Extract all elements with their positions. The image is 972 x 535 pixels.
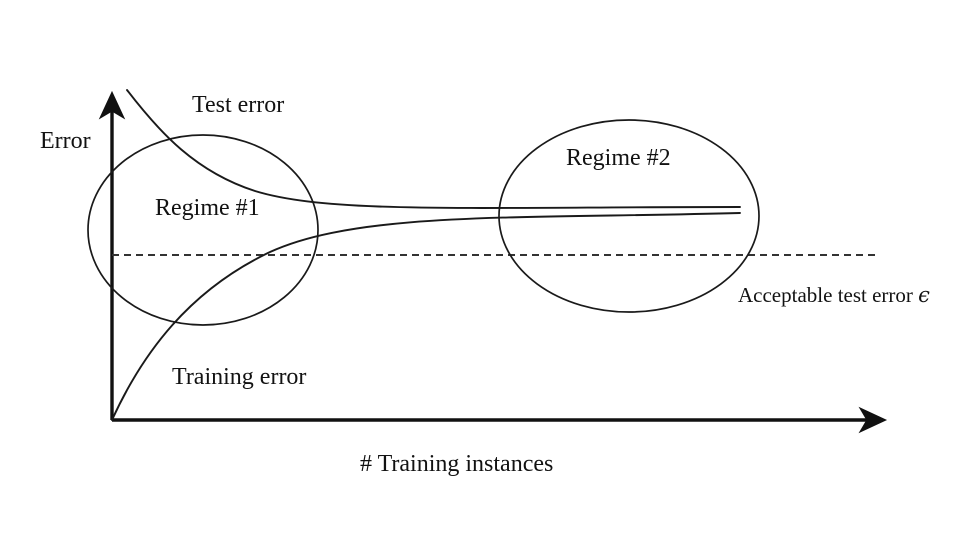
regime-1-ellipse — [87, 134, 319, 326]
epsilon-symbol: ϵ — [918, 283, 930, 307]
x-axis-label: # Training instances — [360, 451, 554, 477]
regime-1-label: Regime #1 — [155, 195, 260, 221]
regime-2-ellipse — [498, 119, 760, 313]
training-error-label: Training error — [172, 364, 307, 390]
regime-2-label: Regime #2 — [566, 145, 671, 171]
acceptable-test-error-text: Acceptable test error — [738, 283, 919, 307]
y-axis-label: Error — [40, 128, 91, 154]
training-error-curve — [111, 212, 741, 421]
test-error-curve — [126, 89, 741, 209]
test-error-label: Test error — [192, 92, 285, 118]
acceptable-test-error-label: Acceptable test error ϵ — [738, 285, 930, 306]
